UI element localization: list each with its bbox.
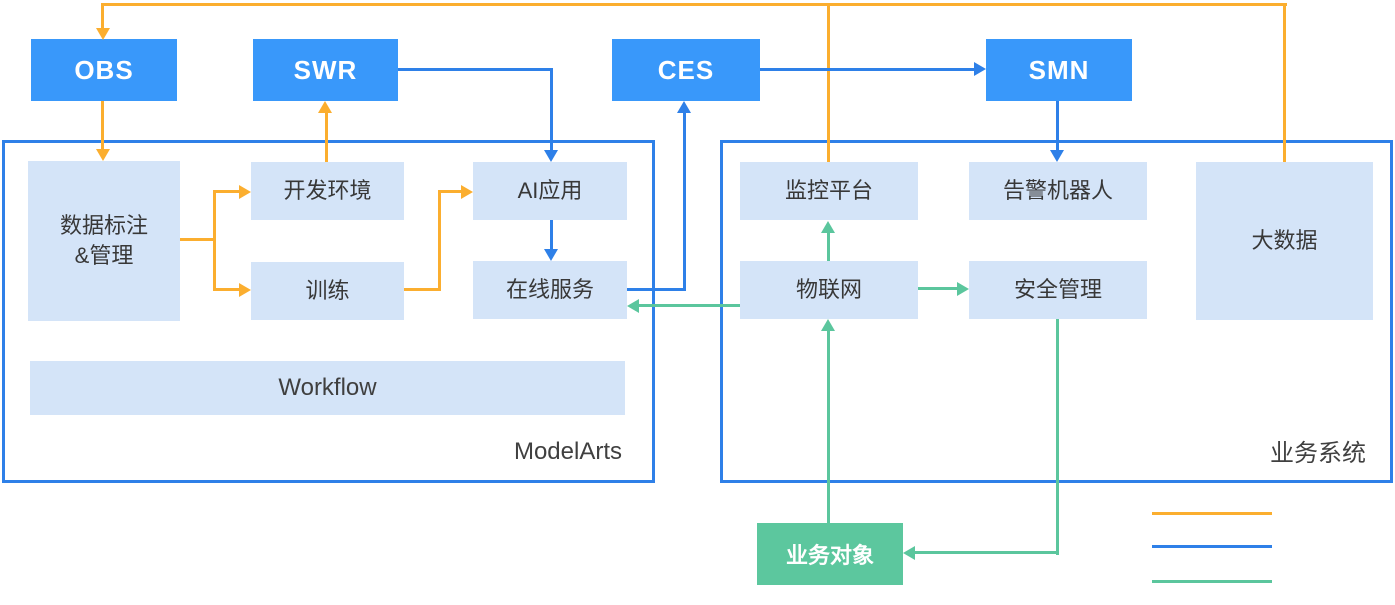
edge-line xyxy=(398,68,553,71)
workflow-node: Workflow xyxy=(30,361,625,415)
edge-arrowhead xyxy=(627,299,639,313)
edge-line xyxy=(438,190,461,193)
edge-line xyxy=(213,190,216,291)
edge-line xyxy=(918,287,957,290)
edge-line xyxy=(627,288,686,291)
edge-arrowhead xyxy=(821,221,835,233)
edge-line xyxy=(180,238,216,241)
business-system-container-label: 业务系统 xyxy=(1270,440,1366,467)
edge-line xyxy=(683,113,686,291)
edge-line xyxy=(1283,3,1286,162)
edge-line xyxy=(213,190,239,193)
edge-line xyxy=(404,288,441,291)
edge-line xyxy=(827,233,830,261)
edge-line xyxy=(1056,319,1059,555)
training-node: 训练 xyxy=(251,262,404,320)
swr-service-box: SWR xyxy=(253,39,398,101)
modelarts-container: ModelArts xyxy=(2,140,655,483)
monitoring-platform-node: 监控平台 xyxy=(740,162,918,220)
edge-arrowhead xyxy=(974,62,986,76)
security-management-node: 安全管理 xyxy=(969,261,1147,319)
iot-node: 物联网 xyxy=(740,261,918,319)
legend-blue-line xyxy=(1152,545,1272,548)
legend-green-line xyxy=(1152,580,1272,583)
legend-orange-line xyxy=(1152,512,1272,515)
obs-service-box: OBS xyxy=(31,39,177,101)
online-service-node: 在线服务 xyxy=(473,261,627,319)
edge-line xyxy=(550,220,553,249)
edge-arrowhead xyxy=(239,283,251,297)
edge-line xyxy=(101,3,1287,6)
edge-line xyxy=(438,190,441,291)
data-labeling-management-node: 数据标注 &管理 xyxy=(28,161,180,321)
edge-arrowhead xyxy=(544,249,558,261)
edge-line xyxy=(827,331,830,523)
edge-arrowhead xyxy=(96,149,110,161)
edge-arrowhead xyxy=(1050,150,1064,162)
business-object-node: 业务对象 xyxy=(757,523,903,585)
edge-arrowhead xyxy=(903,546,915,560)
edge-line xyxy=(1056,101,1059,150)
edge-line xyxy=(325,113,328,162)
ces-service-box: CES xyxy=(612,39,760,101)
modelarts-container-label: ModelArts xyxy=(513,438,622,465)
edge-arrowhead xyxy=(239,185,251,199)
edge-line xyxy=(760,68,974,71)
edge-arrowhead xyxy=(957,282,969,296)
dev-environment-node: 开发环境 xyxy=(251,162,404,220)
edge-arrowhead xyxy=(677,101,691,113)
edge-line xyxy=(101,101,104,149)
edge-arrowhead xyxy=(318,101,332,113)
data-labeling-management-line1: 数据标注 xyxy=(59,213,148,239)
edge-line xyxy=(101,3,104,28)
big-data-node: 大数据 xyxy=(1196,162,1373,320)
edge-arrowhead xyxy=(544,150,558,162)
edge-line xyxy=(639,304,740,307)
data-labeling-management-line2: &管理 xyxy=(74,243,134,268)
edge-arrowhead xyxy=(821,319,835,331)
edge-line xyxy=(827,3,830,162)
edge-arrowhead xyxy=(461,185,473,199)
smn-service-box: SMN xyxy=(986,39,1132,101)
edge-line xyxy=(550,68,553,150)
edge-line xyxy=(213,288,239,291)
edge-arrowhead xyxy=(96,28,110,40)
edge-line xyxy=(915,551,1059,554)
ai-application-node: AI应用 xyxy=(473,162,627,220)
alarm-robot-node: 告警机器人 xyxy=(969,162,1147,220)
